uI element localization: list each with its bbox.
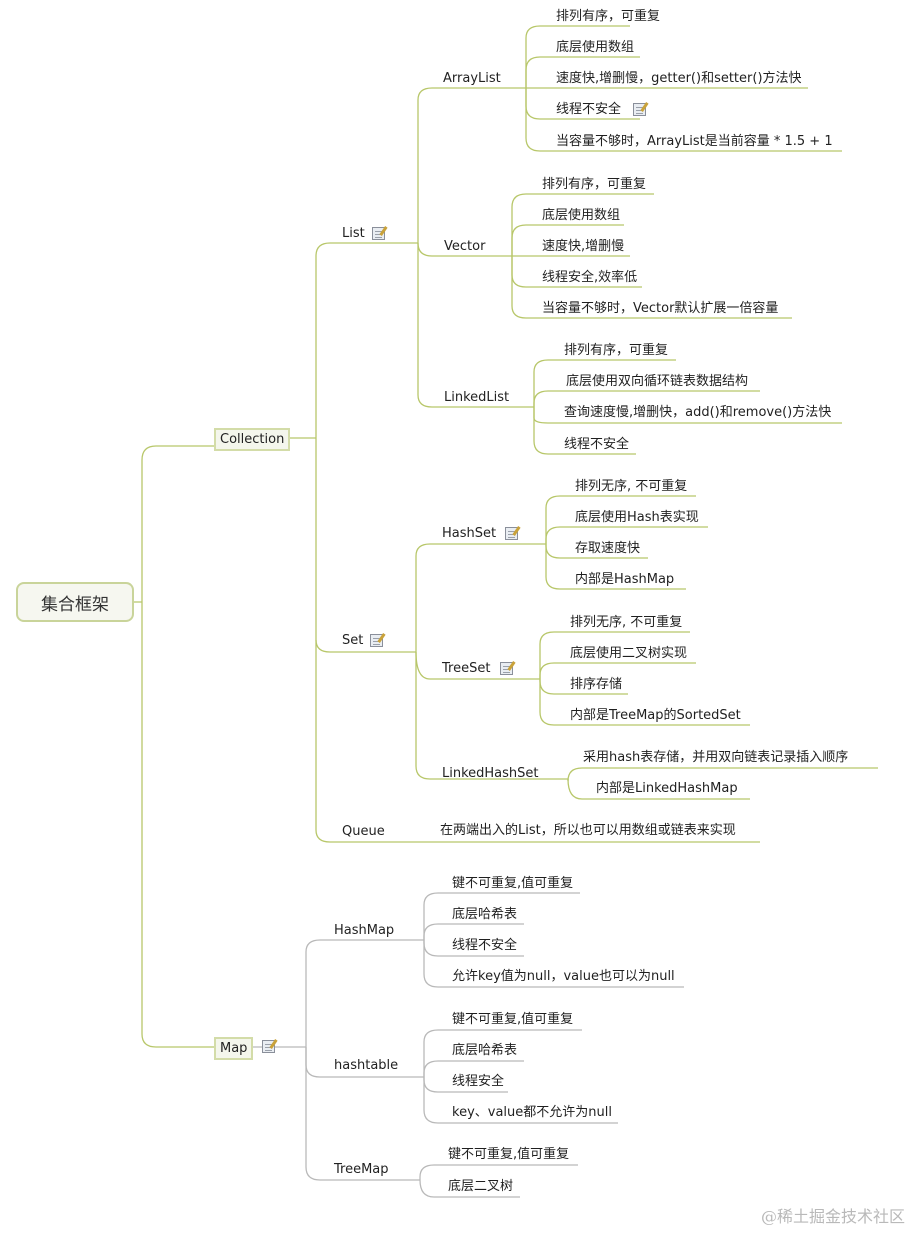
root-node[interactable]: 集合框架: [16, 582, 134, 622]
hashmap-item: 底层哈希表: [452, 907, 518, 922]
linkedlist-node[interactable]: LinkedList: [444, 390, 509, 406]
queue-node[interactable]: Queue: [342, 824, 385, 840]
treeset-node[interactable]: TreeSet: [442, 661, 490, 677]
hashmap-node[interactable]: HashMap: [334, 923, 394, 939]
vector-item: 线程安全,效率低: [542, 270, 638, 285]
hashset-node[interactable]: HashSet: [442, 526, 496, 542]
treeset-item: 底层使用二叉树实现: [570, 646, 688, 661]
arraylist-node[interactable]: ArrayList: [443, 71, 501, 87]
hashset-item: 存取速度快: [575, 541, 641, 556]
vector-item: 当容量不够时，Vector默认扩展一倍容量: [542, 301, 779, 316]
treeset-item: 排列无序, 不可重复: [570, 615, 683, 630]
hashset-item: 内部是HashMap: [575, 572, 675, 587]
arraylist-item: 速度快,增删慢，getter()和setter()方法快: [556, 71, 802, 86]
hashset-item: 底层使用Hash表实现: [575, 510, 699, 525]
arraylist-item: 排列有序，可重复: [556, 9, 661, 24]
note-icon[interactable]: [370, 634, 383, 647]
map-node[interactable]: Map: [214, 1037, 254, 1060]
treemap-item: 底层二叉树: [448, 1179, 514, 1194]
root-title: 集合框架: [41, 594, 109, 615]
treemap-node[interactable]: TreeMap: [334, 1162, 389, 1178]
set-node[interactable]: Set: [342, 633, 363, 649]
list-node[interactable]: List: [342, 226, 365, 242]
hashtable-item: 底层哈希表: [452, 1043, 518, 1058]
vector-item: 速度快,增删慢: [542, 239, 625, 254]
hashset-label: HashSet: [442, 526, 497, 541]
arraylist-item: 线程不安全: [556, 102, 622, 117]
vector-label: Vector: [444, 239, 486, 254]
hashtable-label: hashtable: [334, 1058, 399, 1073]
linkedhashset-label: LinkedHashSet: [442, 766, 539, 781]
arraylist-label: ArrayList: [443, 71, 501, 86]
arraylist-item: 底层使用数组: [556, 40, 635, 55]
hashmap-item: 允许key值为null，value也可以为null: [452, 969, 675, 984]
queue-item: 在两端出入的List，所以也可以用数组或链表来实现: [440, 823, 736, 838]
linkedhashset-item: 内部是LinkedHashMap: [596, 781, 738, 796]
list-label: List: [342, 226, 365, 241]
note-icon[interactable]: [633, 103, 646, 116]
treemap-label: TreeMap: [334, 1162, 389, 1177]
arraylist-item: 当容量不够时，ArrayList是当前容量 * 1.5 + 1: [556, 134, 833, 149]
map-label: Map: [220, 1041, 248, 1056]
note-icon[interactable]: [262, 1040, 275, 1053]
vector-node[interactable]: Vector: [444, 239, 485, 255]
linkedhashset-node[interactable]: LinkedHashSet: [442, 766, 539, 782]
collection-label: Collection: [220, 432, 285, 447]
hashmap-item: 键不可重复,值可重复: [452, 876, 574, 891]
linkedlist-item: 查询速度慢,增删快，add()和remove()方法快: [564, 405, 832, 420]
linkedhashset-item: 采用hash表存储，并用双向链表记录插入顺序: [583, 750, 849, 765]
watermark: @稀土掘金技术社区: [760, 1207, 905, 1226]
vector-item: 排列有序，可重复: [542, 177, 647, 192]
note-icon[interactable]: [500, 662, 513, 675]
collection-node[interactable]: Collection: [214, 428, 291, 451]
linkedlist-item: 底层使用双向循环链表数据结构: [566, 374, 749, 389]
linkedlist-item: 线程不安全: [564, 437, 630, 452]
note-icon[interactable]: [372, 227, 385, 240]
linkedlist-label: LinkedList: [444, 390, 510, 405]
treeset-item: 排序存储: [570, 677, 623, 692]
hashtable-item: 键不可重复,值可重复: [452, 1012, 574, 1027]
hashtable-item: key、value都不允许为null: [452, 1105, 612, 1120]
queue-label: Queue: [342, 824, 385, 839]
set-label: Set: [342, 633, 364, 648]
treeset-item: 内部是TreeMap的SortedSet: [570, 708, 741, 723]
note-icon[interactable]: [505, 527, 518, 540]
hashtable-item: 线程安全: [452, 1074, 505, 1089]
linkedlist-item: 排列有序，可重复: [564, 343, 669, 358]
hashtable-node[interactable]: hashtable: [334, 1058, 398, 1074]
vector-item: 底层使用数组: [542, 208, 621, 223]
hashmap-item: 线程不安全: [452, 938, 518, 953]
treemap-item: 键不可重复,值可重复: [448, 1147, 570, 1162]
hashmap-label: HashMap: [334, 923, 395, 938]
hashset-item: 排列无序, 不可重复: [575, 479, 688, 494]
treeset-label: TreeSet: [442, 661, 491, 676]
